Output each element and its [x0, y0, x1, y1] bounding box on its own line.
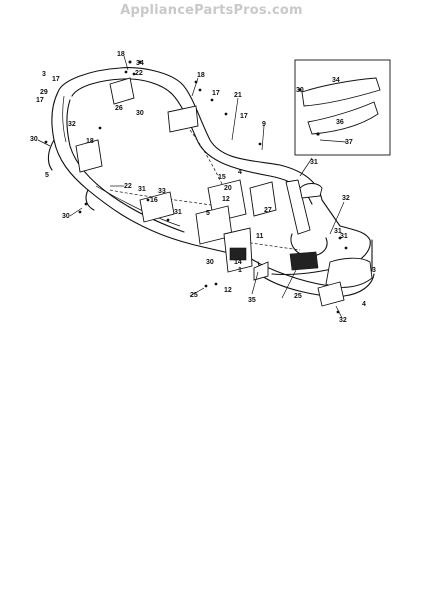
callout: 5 — [45, 172, 49, 179]
callout: 31 — [334, 228, 342, 235]
callout: 34 — [136, 60, 144, 67]
callout: 26 — [115, 105, 123, 112]
callout: 25 — [190, 292, 198, 299]
callout: 1 — [238, 267, 242, 274]
callout: 31 — [138, 186, 146, 193]
callout: 35 — [248, 297, 256, 304]
callout: 9 — [262, 121, 266, 128]
callout: 18 — [86, 138, 94, 145]
callout: 30 — [206, 259, 214, 266]
callout: 17 — [212, 90, 220, 97]
callout: 30 — [30, 136, 38, 143]
callout: 18 — [117, 51, 125, 58]
callout: 17 — [36, 97, 44, 104]
inset-detail — [294, 59, 391, 156]
callout: 29 — [40, 89, 48, 96]
callouts: 18 34 22 3 17 17 29 26 32 30 18 17 21 17… — [30, 51, 376, 324]
callout: 20 — [224, 185, 232, 192]
callout: 31 — [340, 233, 348, 240]
callout: 4 — [362, 301, 366, 308]
callout: 36 — [336, 119, 344, 126]
callout: 3 — [372, 267, 376, 274]
callout: 31 — [310, 159, 318, 166]
steering-column — [285, 179, 328, 271]
callout: 37 — [345, 139, 353, 146]
callout: 12 — [222, 196, 230, 203]
callout: 17 — [52, 76, 60, 83]
callout: 14 — [234, 259, 242, 266]
callout: 15 — [218, 174, 226, 181]
callout: 30 — [136, 110, 144, 117]
callout: 17 — [240, 113, 248, 120]
callout: 30 — [62, 213, 70, 220]
callout: 32 — [68, 121, 76, 128]
callout: 16 — [150, 197, 158, 204]
callout: 21 — [234, 92, 242, 99]
callout: 31 — [174, 209, 182, 216]
leader-lines — [37, 55, 345, 319]
callout: 32 — [339, 317, 347, 324]
callout: 4 — [238, 169, 242, 176]
callout: 33 — [158, 188, 166, 195]
hardware — [44, 60, 348, 314]
callout: 25 — [294, 293, 302, 300]
callout: 27 — [264, 207, 272, 214]
callout: 22 — [124, 183, 132, 190]
callout: 22 — [135, 70, 143, 77]
callout: 18 — [197, 72, 205, 79]
callout: 3 — [42, 71, 46, 78]
callout: 12 — [224, 287, 232, 294]
watermark: AppliancePartsPros.com — [120, 3, 303, 18]
callout: 30 — [296, 87, 304, 94]
callout: 11 — [256, 233, 264, 240]
callout: 34 — [332, 77, 340, 84]
callout: 5 — [206, 210, 210, 217]
callout: 32 — [342, 195, 350, 202]
